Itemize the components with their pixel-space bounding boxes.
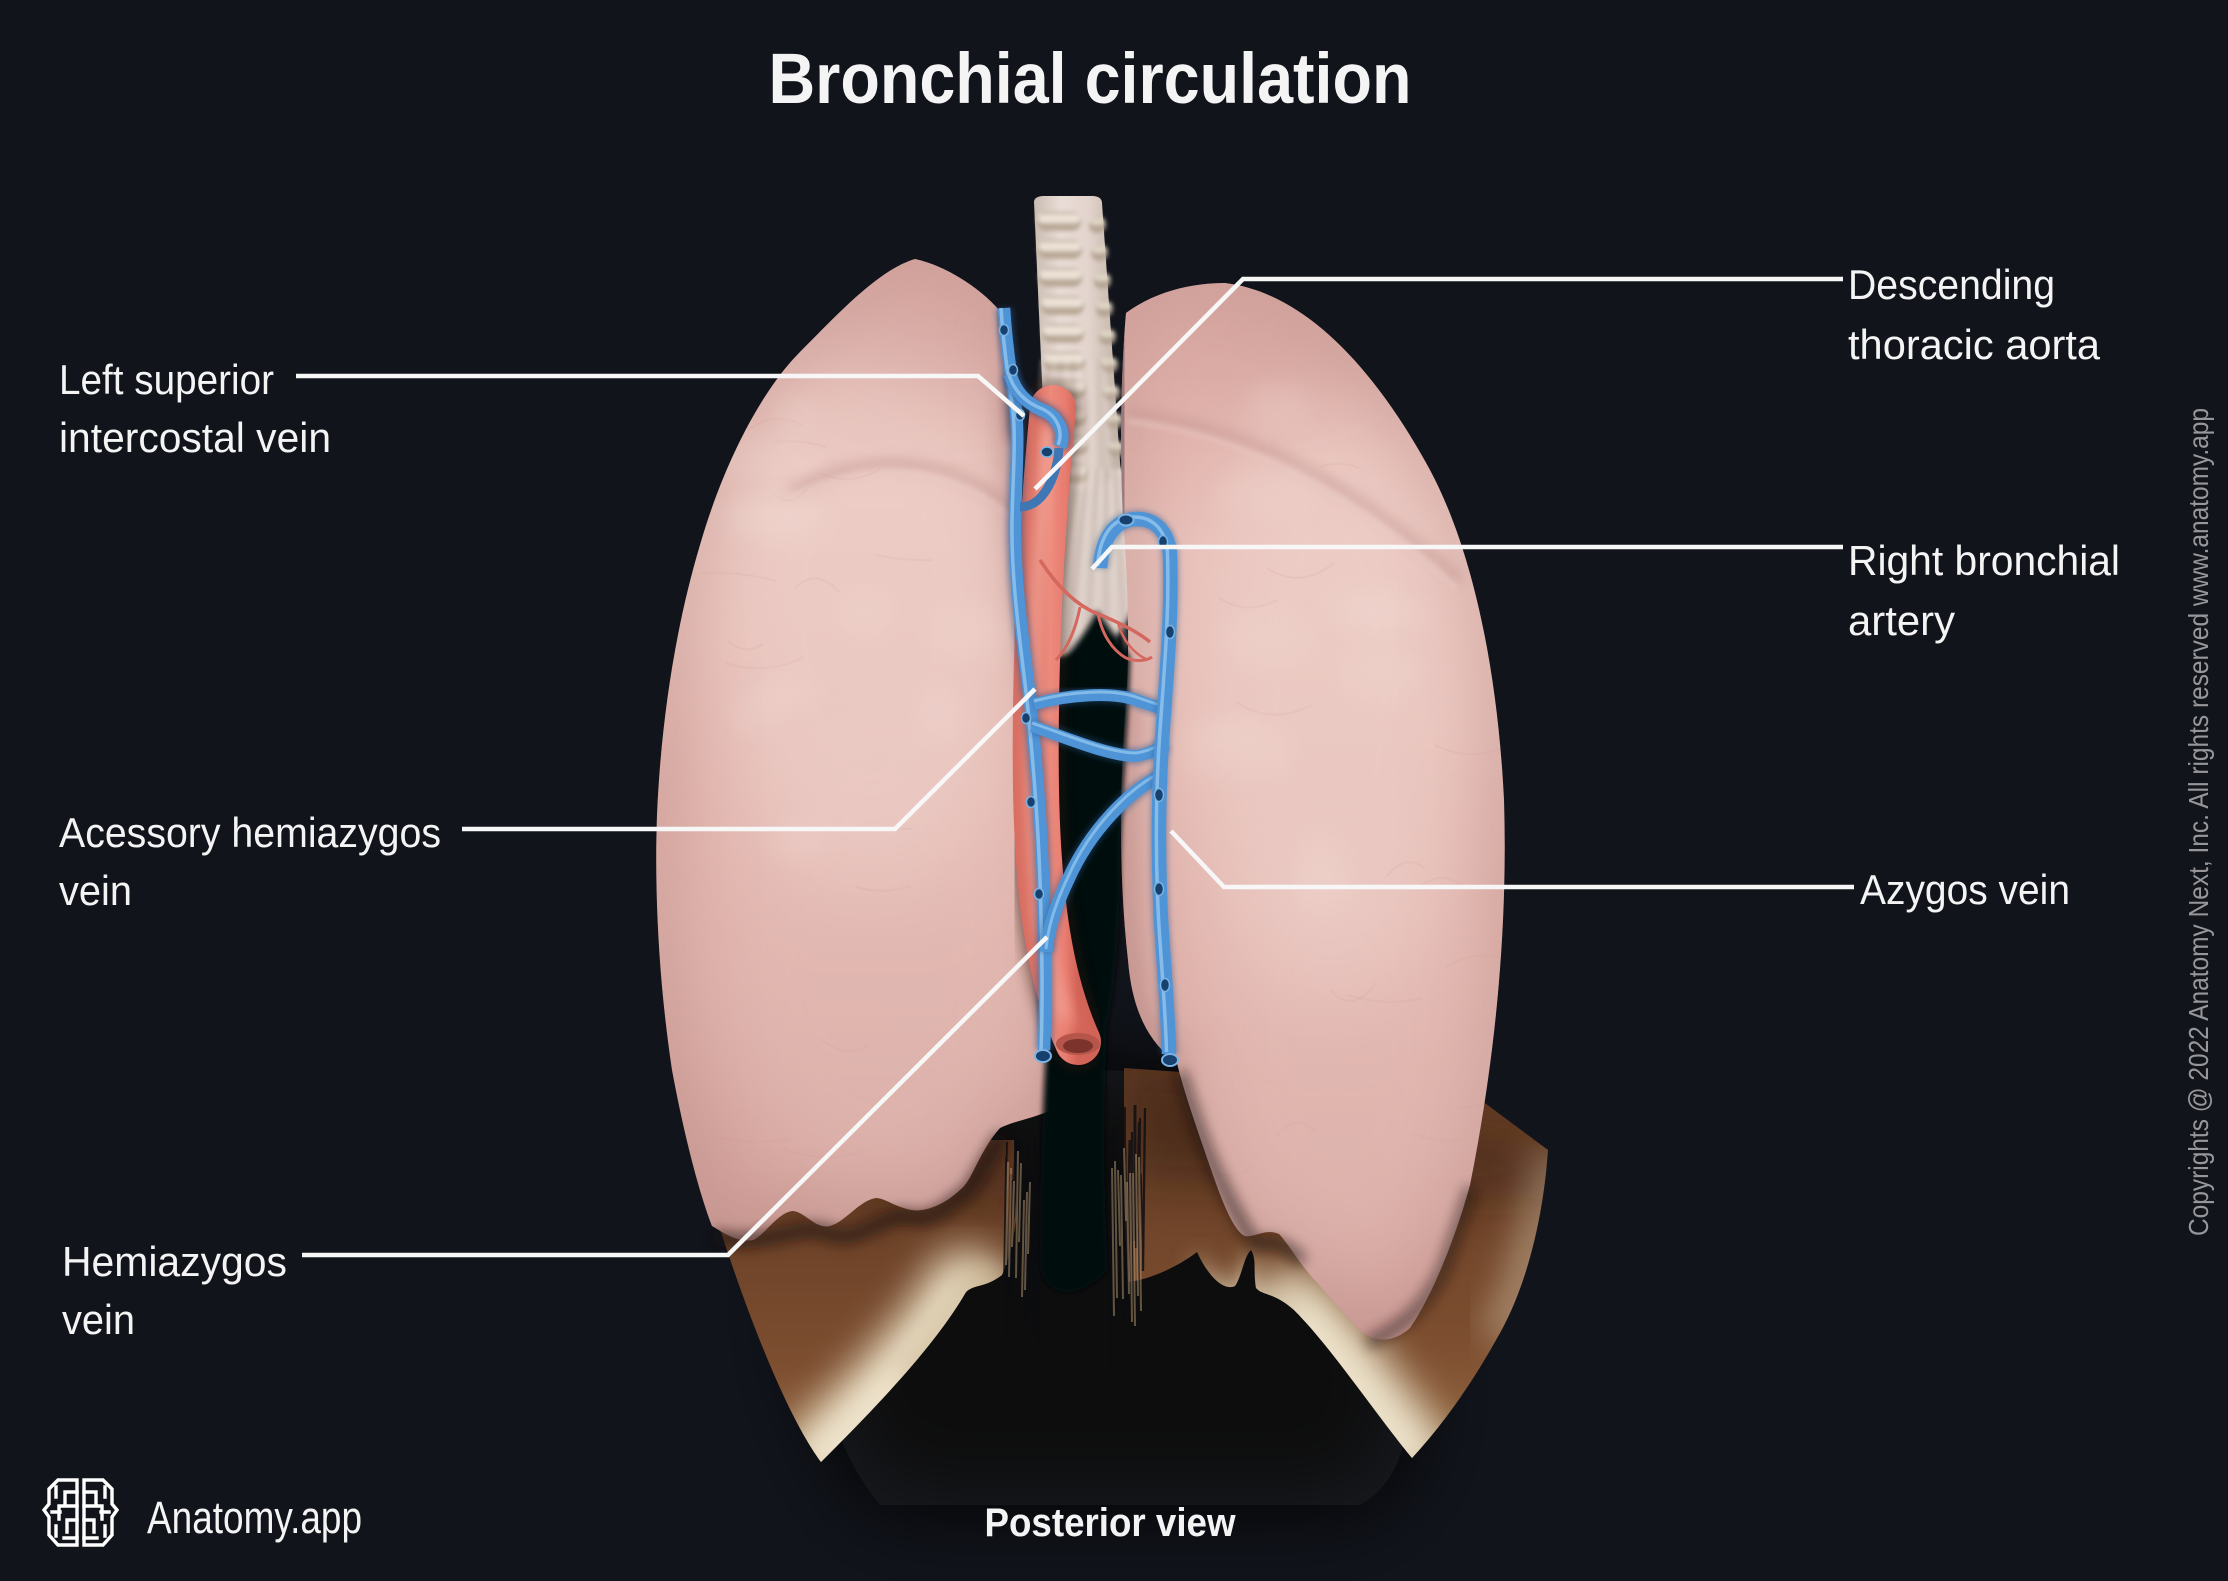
svg-text:Azygos vein: Azygos vein bbox=[1860, 866, 2070, 913]
svg-text:Left superior: Left superior bbox=[59, 356, 274, 403]
svg-text:Right bronchial: Right bronchial bbox=[1848, 537, 2120, 584]
svg-text:intercostal vein: intercostal vein bbox=[59, 414, 331, 461]
svg-text:Descending: Descending bbox=[1848, 261, 2055, 308]
svg-text:Hemiazygos: Hemiazygos bbox=[62, 1238, 287, 1285]
svg-text:Acessory hemiazygos: Acessory hemiazygos bbox=[59, 809, 441, 856]
svg-text:Anatomy.app: Anatomy.app bbox=[147, 1492, 362, 1543]
svg-text:artery: artery bbox=[1848, 597, 1955, 644]
svg-text:Posterior view: Posterior view bbox=[985, 1501, 1237, 1545]
svg-text:Copyrights @ 2022 Anatomy Next: Copyrights @ 2022 Anatomy Next, Inc. All… bbox=[2183, 408, 2214, 1236]
svg-text:vein: vein bbox=[62, 1296, 135, 1343]
svg-text:Bronchial circulation: Bronchial circulation bbox=[769, 40, 1412, 119]
svg-text:thoracic aorta: thoracic aorta bbox=[1848, 321, 2101, 368]
svg-text:vein: vein bbox=[59, 867, 132, 914]
